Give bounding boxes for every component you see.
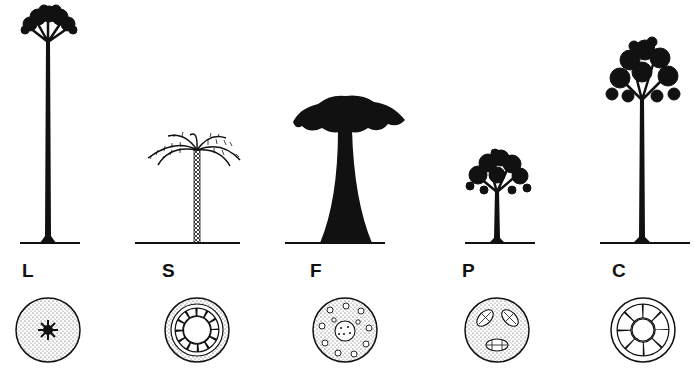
section-c bbox=[611, 298, 675, 362]
label-wrap: P bbox=[462, 260, 475, 282]
label-wrap: L bbox=[22, 260, 34, 282]
label-wrap: F bbox=[310, 260, 322, 282]
tree-p bbox=[465, 149, 535, 243]
section-f bbox=[313, 298, 377, 362]
tree-f bbox=[285, 96, 405, 243]
section-s bbox=[165, 298, 229, 362]
section-l bbox=[16, 298, 80, 362]
tree-s bbox=[135, 132, 240, 243]
tree-c bbox=[600, 37, 690, 243]
tree-letter: L bbox=[22, 260, 34, 282]
section-p bbox=[465, 298, 529, 362]
tree-letter: C bbox=[612, 260, 626, 282]
label-wrap: S bbox=[162, 260, 175, 282]
tree-l bbox=[20, 5, 80, 243]
tree-letter: F bbox=[310, 260, 322, 282]
label-wrap: C bbox=[612, 260, 626, 282]
tree-letter: S bbox=[162, 260, 175, 282]
tree-letter: P bbox=[462, 260, 475, 282]
